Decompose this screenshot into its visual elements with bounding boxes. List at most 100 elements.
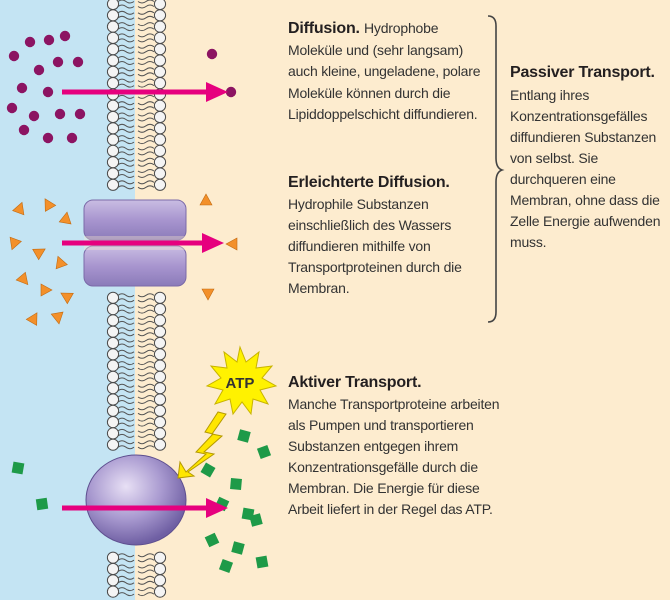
molecule (43, 34, 55, 46)
lipid-tail (137, 180, 155, 185)
lipid-tail (137, 44, 155, 49)
lipid-tail (117, 146, 135, 151)
diffusion-arrow-head (206, 82, 228, 102)
lipid-tail (117, 587, 135, 592)
lipid-head (106, 291, 120, 304)
lipid-tail (117, 140, 135, 145)
lipid-tail (137, 354, 155, 359)
molecule (50, 311, 64, 325)
passive-transport-title: Passiver Transport. (510, 64, 655, 81)
lipid-head (153, 99, 167, 112)
lipid-tail (117, 315, 135, 320)
lipid-tail (137, 0, 155, 4)
lipid-head (153, 303, 167, 316)
lipid-tail (137, 106, 155, 111)
lipid-head (106, 393, 120, 406)
lipid-head (106, 359, 120, 372)
lipid-head (153, 77, 167, 90)
lipid-tail (117, 22, 135, 27)
lipid-tail (117, 406, 135, 411)
lipid-head (153, 562, 167, 576)
lipid-head (106, 54, 120, 67)
lipid-tail (117, 361, 135, 366)
lipid-head (153, 31, 167, 45)
lipid-tail (117, 15, 135, 20)
lipid-tail (137, 343, 155, 348)
lipid-head (106, 99, 120, 112)
lipid-tail (137, 569, 155, 574)
lipid-tail (117, 169, 135, 173)
lipid-tail (137, 15, 155, 20)
active-transport-arrow-head (206, 498, 228, 518)
lipid-tail (137, 49, 155, 54)
lipid-tail (117, 83, 135, 88)
lipid-tail (117, 304, 135, 309)
lipid-tail (137, 338, 155, 343)
lipid-head (106, 336, 120, 350)
passive-transport-brace (487, 15, 505, 323)
molecule (231, 541, 245, 555)
molecule (201, 288, 215, 301)
facilitated-diffusion-text: Hydrophile Substanzen einschließlich des… (288, 196, 462, 296)
atp-energy-burst: ATP (205, 345, 278, 416)
lipid-head (106, 156, 120, 169)
active-transport-text: Manche Transportproteine arbeiten als Pu… (288, 396, 500, 517)
lipid-tail (117, 569, 135, 574)
lipid-tail (117, 440, 135, 445)
molecule (237, 429, 251, 443)
lipid-head (106, 370, 120, 383)
lipid-tail (137, 411, 155, 416)
molecule (12, 201, 25, 216)
lipid-tail (117, 417, 135, 422)
lipid-head (153, 122, 167, 135)
lipid-tail (137, 575, 155, 580)
lipid-tail (137, 83, 155, 88)
lipid-tail (117, 445, 135, 450)
lipid-tail (137, 61, 155, 65)
molecule (200, 462, 216, 478)
lipid-head (106, 133, 120, 146)
molecule (225, 237, 238, 251)
lipid-tail (117, 320, 135, 325)
molecule (33, 64, 45, 76)
lipid-tail (137, 304, 155, 309)
lipid-head (106, 0, 120, 11)
lipid-tail (117, 151, 135, 156)
lipid-tail (117, 0, 135, 4)
lipid-head (106, 348, 120, 361)
lipid-tail (117, 580, 135, 585)
lipid-tail (137, 422, 155, 427)
lipid-tail (117, 327, 135, 332)
molecule (16, 82, 28, 94)
lipid-tail (137, 587, 155, 592)
molecule (72, 56, 84, 68)
lipid-head (153, 167, 167, 180)
lipid-head (106, 314, 120, 327)
lipid-head (106, 416, 120, 429)
diffusion-title: Diffusion. (288, 20, 365, 37)
lipid-head (106, 9, 120, 22)
lipid-tail (137, 135, 155, 140)
lipid-tail (137, 33, 155, 38)
lipid-head (153, 54, 167, 67)
lipid-tail (137, 315, 155, 320)
lipid-head (106, 325, 120, 338)
lipid-tail (137, 372, 155, 377)
lipid-tail (137, 309, 155, 314)
lipid-tail (117, 377, 135, 382)
lipid-tail (137, 94, 155, 99)
facilitated-diffusion-title: Erleichterte Diffusion. (288, 174, 450, 191)
active-transport-description: Aktiver Transport. Manche Transportprote… (288, 374, 508, 520)
molecule (256, 444, 272, 460)
lipid-tail (117, 67, 135, 72)
lipid-tail (137, 27, 155, 32)
lipid-tail (117, 185, 135, 190)
lipid-tail (137, 564, 155, 569)
atp-label: ATP (226, 375, 255, 392)
molecule (206, 48, 218, 60)
molecule (40, 283, 53, 297)
lipid-tail (137, 445, 155, 450)
molecule (35, 497, 49, 511)
lipid-tail (137, 388, 155, 393)
lipid-tail (137, 56, 155, 60)
